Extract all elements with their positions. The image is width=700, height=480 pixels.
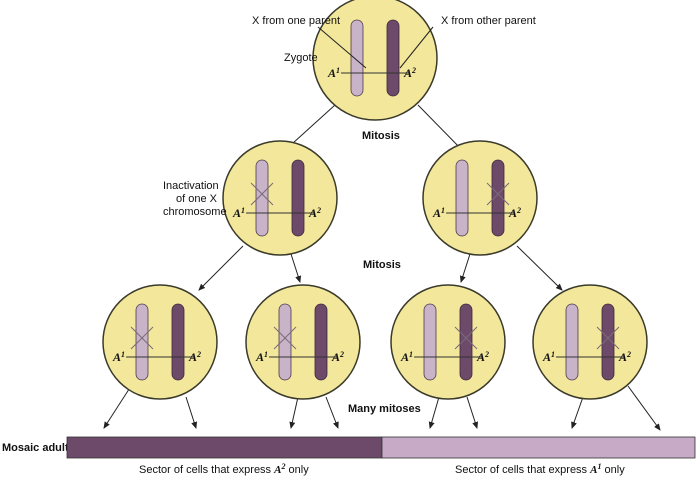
- x-chromosome-light: [135, 303, 149, 381]
- cell-membrane: [532, 284, 648, 400]
- x-chromosome-light: [255, 159, 269, 237]
- cell-gen1-left: A1 A2: [222, 140, 338, 256]
- arrow-cell1-down-right: [185, 396, 198, 429]
- allele-a2-label: A2: [308, 206, 321, 221]
- label-mitosis-1: Mitosis: [362, 130, 400, 142]
- label-sector-a1: Sector of cells that express A1 only: [455, 462, 625, 477]
- label-inactivation-3: chromosome: [163, 206, 227, 218]
- x-chromosome-light: [455, 159, 469, 237]
- x-chromosome-dark: [171, 303, 185, 381]
- x-chromosome-dark: [291, 159, 305, 237]
- arrow-right-to-cell3: [459, 253, 471, 283]
- allele-a1-label: A1: [400, 350, 413, 365]
- allele-a1-label: A1: [255, 350, 268, 365]
- label-many-mitoses: Many mitoses: [348, 403, 421, 415]
- inactivation-cross-icon: [130, 326, 154, 350]
- cell-gen2-4: A1 A2: [532, 284, 648, 400]
- cell-zygote: A1 A2: [312, 0, 438, 121]
- inactivation-cross-icon: [250, 182, 274, 206]
- x-chromosome-light: [278, 303, 292, 381]
- inactivation-cross-icon: [486, 182, 510, 206]
- cell-gen2-2: A1 A2: [245, 284, 361, 400]
- allele-a1-label: A1: [232, 206, 245, 221]
- cell-membrane: [312, 0, 438, 121]
- arrow-cell4-down-right: [627, 385, 661, 431]
- x-chromosome-light: [350, 19, 364, 97]
- x-chromosome-dark: [314, 303, 328, 381]
- cell-membrane: [222, 140, 338, 256]
- inactivation-cross-icon: [454, 326, 478, 350]
- allele-a1-label: A1: [327, 66, 340, 81]
- arrow-left-to-cell2: [290, 253, 302, 283]
- cell-gen2-3: A1 A2: [390, 284, 506, 400]
- label-mosaic-adult: Mosaic adult: [2, 442, 69, 454]
- arrow-right-to-cell4: [516, 245, 563, 291]
- sector-a2-band: [66, 436, 383, 459]
- label-zygote: Zygote: [284, 52, 318, 64]
- allele-a2-label: A2: [476, 350, 489, 365]
- x-chromosome-dark: [459, 303, 473, 381]
- arrow-cell1-down-left: [103, 382, 134, 429]
- cell-membrane: [422, 140, 538, 256]
- inactivation-cross-icon: [596, 326, 620, 350]
- inactivation-cross-icon: [273, 326, 297, 350]
- label-inactivation-2: of one X: [176, 193, 218, 205]
- cell-gen2-1: A1 A2: [102, 284, 218, 400]
- arrow-left-to-cell1: [198, 245, 244, 291]
- label-mitosis-2: Mitosis: [363, 259, 401, 271]
- cell-membrane: [102, 284, 218, 400]
- leader-line-other-parent: [399, 26, 434, 69]
- x-chromosome-light: [423, 303, 437, 381]
- arrow-cell3-down-left: [428, 396, 440, 429]
- allele-a1-label: A1: [432, 206, 445, 221]
- x-chromosome-dark: [601, 303, 615, 381]
- arrow-cell2-down-right: [325, 396, 339, 429]
- x-chromosome-dark: [386, 19, 400, 97]
- allele-a2-label: A2: [508, 206, 521, 221]
- allele-a2-label: A2: [188, 350, 201, 365]
- allele-a2-label: A2: [618, 350, 631, 365]
- x-chromosome-light: [565, 303, 579, 381]
- leader-line-one-parent: [317, 26, 367, 69]
- cell-membrane: [245, 284, 361, 400]
- arrows-layer: [103, 104, 661, 431]
- allele-a1-label: A1: [112, 350, 125, 365]
- allele-a1-label: A1: [542, 350, 555, 365]
- arrow-cell4-down-left: [571, 396, 584, 429]
- arrow-cell2-down-left: [289, 396, 299, 429]
- label-sector-a2: Sector of cells that express A2 only: [139, 462, 309, 477]
- label-x-other-parent: X from other parent: [441, 15, 536, 27]
- x-chromosome-dark: [491, 159, 505, 237]
- sector-a1-band: [381, 436, 696, 459]
- arrow-cell3-down-right: [466, 396, 479, 429]
- label-x-one-parent: X from one parent: [252, 15, 340, 27]
- allele-a2-label: A2: [403, 66, 416, 81]
- cell-gen1-right: A1 A2: [422, 140, 538, 256]
- cell-membrane: [390, 284, 506, 400]
- label-inactivation-1: Inactivation: [163, 180, 219, 192]
- allele-a2-label: A2: [331, 350, 344, 365]
